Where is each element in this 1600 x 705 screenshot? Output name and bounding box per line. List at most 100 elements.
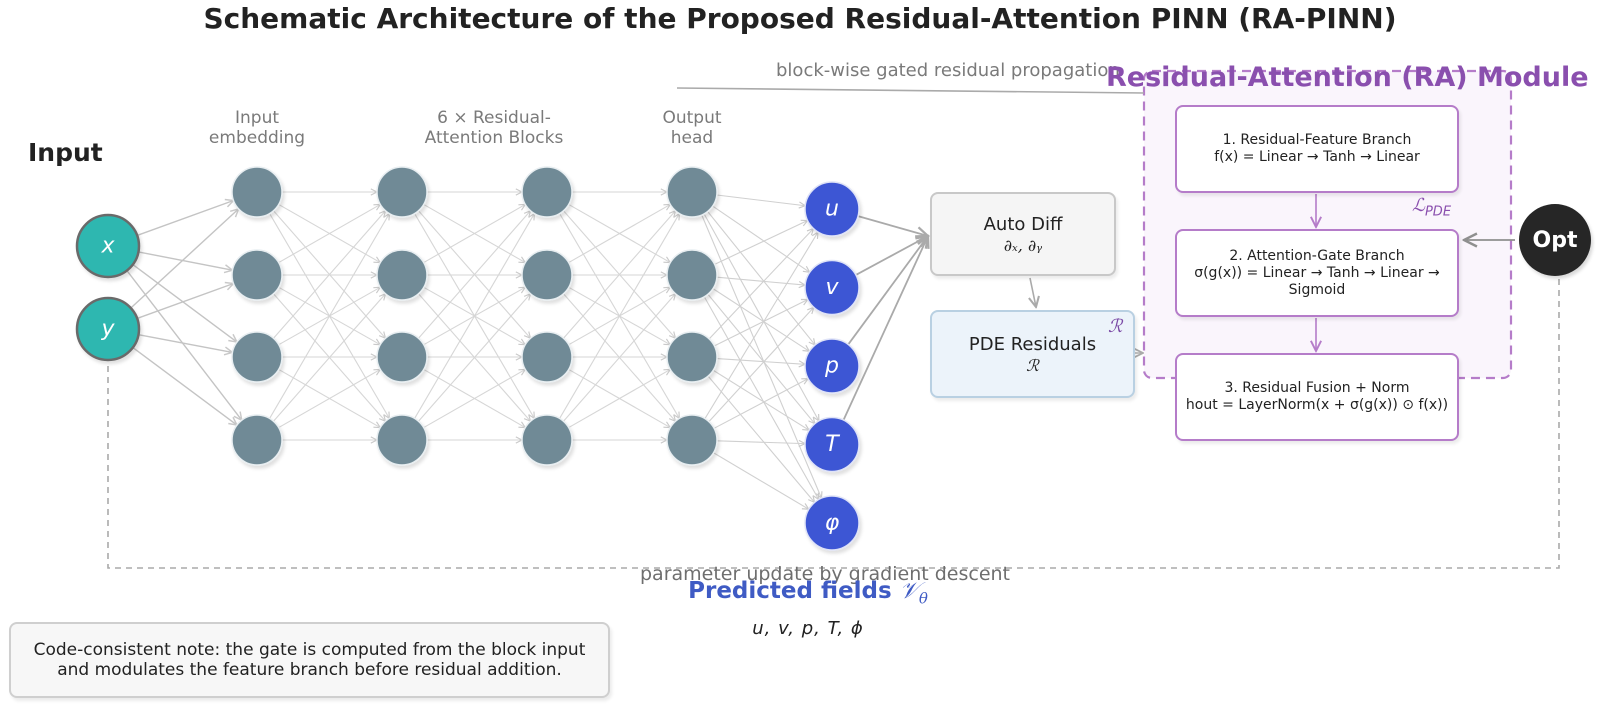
ra-step-3-title: 3. Residual Fusion + Norm: [1224, 380, 1410, 396]
gradient-update-label: parameter update by gradient descent: [639, 563, 1011, 585]
input-node-circle: [75, 296, 141, 362]
layer-label-head: Output head: [642, 108, 742, 148]
hidden-node: [231, 166, 283, 218]
output-node-v: v: [804, 259, 860, 316]
layer-label-head-line2: head: [670, 128, 714, 148]
edge-head-to-output: [716, 276, 805, 285]
edge-head-to-output: [716, 194, 805, 206]
input-node-circle: [75, 213, 141, 279]
predicted-fields-subscript: θ: [918, 589, 928, 608]
ra-step-2-formula: σ(g(x)) = Linear → Tanh → Linear → Sigmo…: [1194, 264, 1440, 298]
edge-hidden-to-hidden: [423, 369, 526, 429]
hidden-node: [231, 414, 283, 466]
ra-step-1-title: 1. Residual-Feature Branch: [1222, 132, 1412, 148]
edge-hidden-to-hidden: [418, 294, 531, 422]
edge-hidden-to-hidden: [414, 214, 535, 419]
edge-head-to-output: [712, 205, 810, 272]
edge-input-to-embedding: [132, 346, 237, 426]
autodiff-title: Auto Diff: [983, 213, 1063, 235]
edge-head-to-output: [701, 214, 822, 498]
note-line-2: and modulates the feature branch before …: [57, 660, 562, 680]
ra-step-3-formula: hout = LayerNorm(x + σ(g(x)) ⊙ f(x)): [1185, 397, 1449, 413]
input-node-label: x: [100, 234, 115, 259]
output-node-circle: [804, 181, 860, 237]
edge-head-to-output: [712, 369, 809, 430]
output-node-p: p: [804, 338, 860, 394]
hidden-node: [521, 166, 573, 218]
diagram-title: Schematic Architecture of the Proposed R…: [203, 2, 1397, 35]
output-node-circle: [804, 338, 860, 394]
edge-input-to-embedding: [126, 270, 242, 421]
edge-head-to-output: [703, 296, 818, 500]
hidden-node: [376, 331, 428, 383]
edge-hidden-to-hidden: [269, 214, 390, 419]
output-node-u: u: [804, 181, 860, 237]
hidden-node: [521, 414, 573, 466]
layer-label-blocks-line1: 6 × Residual-: [437, 108, 551, 128]
hidden-node: [521, 331, 573, 383]
layer-label-embedding: Input embedding: [197, 108, 317, 148]
optimizer-node: Opt: [1519, 204, 1591, 276]
loss-symbol: ℒ: [1412, 195, 1425, 216]
layer-label-embedding-line2: embedding: [208, 128, 306, 148]
edge-head-to-output: [714, 221, 808, 265]
edge-head-to-output: [716, 358, 805, 365]
edge-hidden-to-hidden: [563, 211, 676, 339]
edge-head-to-output: [713, 452, 809, 509]
hidden-node: [521, 249, 573, 301]
edge-hidden-to-hidden: [568, 369, 671, 429]
gradient-feedback-loop: [107, 279, 1560, 569]
layer-label-head-line1: Output: [662, 108, 722, 128]
edge-hidden-to-hidden: [278, 369, 381, 429]
edge-hidden-to-hidden: [568, 204, 671, 264]
output-node-T: T: [804, 416, 860, 473]
output-node-label: T: [825, 432, 840, 457]
edge-hidden-to-hidden: [278, 204, 381, 264]
predicted-fields-text: Predicted fields: [688, 578, 892, 604]
input-heading: Input: [28, 138, 103, 167]
autodiff-box: Auto Diff ∂ₓ, ∂ᵧ: [930, 192, 1116, 276]
ra-step-gate-branch: 2. Attention-Gate Branch σ(g(x)) = Linea…: [1175, 229, 1459, 317]
edge-input-to-embedding: [132, 263, 237, 343]
output-node-label: v: [825, 275, 839, 300]
edge-input-to-embedding: [130, 209, 239, 309]
edge-hidden-to-hidden: [273, 294, 386, 422]
edge-head-to-output: [704, 232, 818, 419]
loss-subscript: PDE: [1424, 204, 1452, 220]
output-node-circle: [804, 495, 860, 551]
autodiff-to-pde-arrow: [1030, 277, 1036, 307]
network-nodes: x y u v pTφ: [75, 166, 860, 551]
ra-step-feature-branch: 1. Residual-Feature Branch f(x) = Linear…: [1175, 105, 1459, 193]
hidden-node: [666, 249, 718, 301]
edge-output-to-autodiff: [842, 236, 928, 421]
code-consistent-note: Code-consistent note: the gate is comput…: [9, 622, 610, 698]
ra-step-2-title: 2. Attention-Gate Branch: [1229, 247, 1405, 264]
output-node-circle: [804, 416, 860, 473]
propagation-line: [676, 87, 1145, 94]
edge-input-to-embedding: [136, 201, 233, 237]
output-node-label: p: [824, 354, 839, 379]
edge-hidden-to-hidden: [423, 204, 526, 264]
input-node-label: y: [100, 317, 115, 342]
ra-step-1-formula: f(x) = Linear → Tanh → Linear: [1214, 149, 1420, 165]
output-node-label: φ: [825, 511, 840, 536]
hidden-node: [376, 414, 428, 466]
ra-module-title: Residual-Attention (RA) Module: [1106, 62, 1589, 93]
edge-head-to-output: [713, 379, 808, 429]
edge-hidden-to-hidden: [418, 211, 531, 339]
edge-output-to-autodiff: [847, 236, 928, 345]
predicted-fields-title: Predicted fields 𝒱θ: [0, 578, 1600, 608]
output-node-circle: [804, 259, 860, 316]
pde-symbol: ℛ: [1026, 355, 1039, 375]
hidden-node: [666, 414, 718, 466]
hidden-node: [231, 331, 283, 383]
loss-pde-label: ℒPDE: [1412, 195, 1451, 220]
edge-head-to-output: [703, 213, 819, 421]
hidden-node: [231, 249, 283, 301]
edge-input-to-embedding: [138, 334, 232, 353]
predicted-fields-symbol: 𝒱: [899, 578, 919, 604]
autodiff-ops: ∂ₓ, ∂ᵧ: [1003, 235, 1043, 255]
edge-head-to-output: [707, 211, 815, 344]
input-node-y: y: [75, 296, 141, 362]
edge-head-to-output: [707, 375, 814, 502]
